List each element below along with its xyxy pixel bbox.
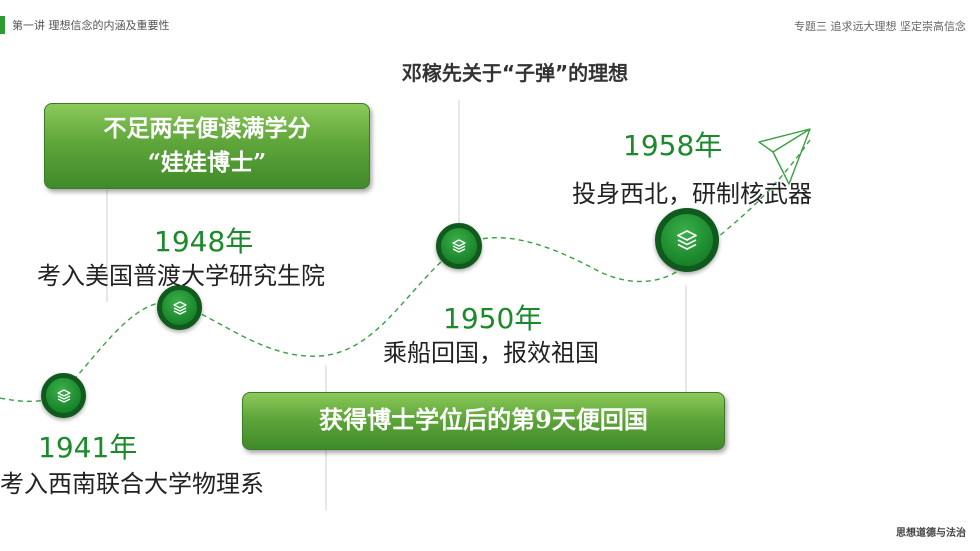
header-right-text: 专题三 追求远大理想 坚定崇高信念 [794,20,966,33]
event-1948: 考入美国普渡大学研究生院 [37,262,325,290]
banner-top: 不足两年便读满学分 “娃娃博士” [44,103,370,189]
banner-top-line2: “娃娃博士” [147,149,267,176]
slide-title: 邓稼先关于“子弹”的理想 [401,61,629,85]
layers-icon [452,239,466,253]
year-1948: 1948年 [154,225,254,258]
layers-icon [56,388,71,403]
header-accent-bar [0,16,5,34]
year-1958: 1958年 [623,129,723,162]
timeline-node-1941 [41,373,86,418]
layers-icon [172,300,187,315]
paper-plane-icon [758,128,811,185]
header-left: 第一讲 理想信念的内涵及重要性 [0,14,170,36]
timeline-node-1948 [157,285,202,330]
event-1958: 投身西北，研制核武器 [572,180,812,208]
timeline-node-1950 [436,223,482,269]
event-1950: 乘船回国，报效祖国 [383,339,599,367]
header-left-text: 第一讲 理想信念的内涵及重要性 [12,19,170,32]
year-1941: 1941年 [38,431,138,464]
banner-top-line1: 不足两年便读满学分 [103,115,311,142]
event-1941: 考入西南联合大学物理系 [0,470,264,498]
layers-icon [677,230,697,250]
year-1950: 1950年 [443,302,543,335]
footer-text: 思想道德与法治 [896,528,966,539]
banner-bottom-text: 获得博士学位后的第9天便回国 [319,405,648,434]
timeline-node-1958 [655,208,719,272]
banner-bottom: 获得博士学位后的第9天便回国 [242,392,725,450]
